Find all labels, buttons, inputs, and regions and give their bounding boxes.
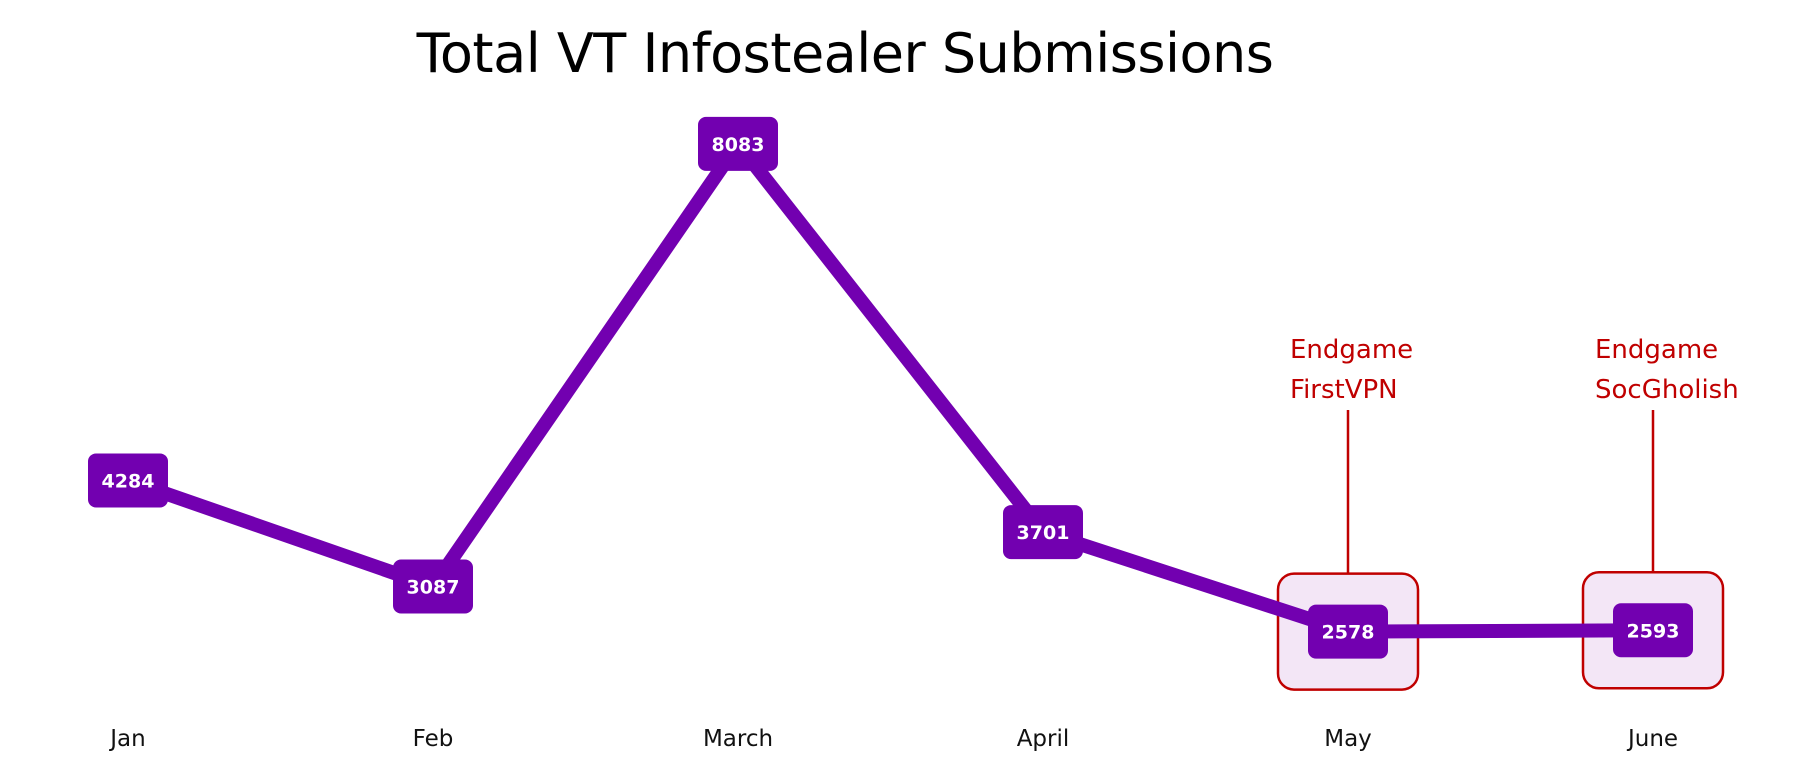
annotation-label: Endgame: [1595, 335, 1718, 365]
chart-title: Total VT Infostealer Submissions: [416, 22, 1274, 85]
data-point-box: [698, 116, 778, 171]
data-label: 4284: [102, 470, 155, 492]
x-tick-label: Feb: [413, 726, 454, 752]
data-label: 2578: [1322, 622, 1375, 644]
data-point: 4284: [88, 453, 168, 508]
x-tick-label: June: [1626, 726, 1678, 752]
data-point-box: [1003, 505, 1083, 560]
data-point-box: [393, 559, 473, 614]
data-point: 2593: [1613, 603, 1693, 658]
data-point-box: [1613, 603, 1693, 658]
data-point: 3701: [1003, 505, 1083, 560]
data-label: 3087: [407, 576, 460, 598]
series-line: [121, 132, 1660, 639]
annotation-label: SocGholish: [1595, 375, 1739, 405]
data-label: 8083: [712, 134, 765, 156]
data-point: 8083: [698, 116, 778, 171]
annotation-label: FirstVPN: [1290, 375, 1398, 405]
data-label: 3701: [1017, 522, 1070, 544]
data-point: 3087: [393, 559, 473, 614]
x-tick-label: April: [1017, 726, 1070, 752]
x-tick-label: May: [1324, 726, 1372, 752]
annotation-label: Endgame: [1290, 335, 1413, 365]
data-point: 2578: [1308, 604, 1388, 659]
data-point-box: [1308, 604, 1388, 659]
data-point-box: [88, 453, 168, 508]
data-label: 2593: [1627, 620, 1680, 642]
x-tick-label: Jan: [108, 726, 145, 752]
x-tick-label: March: [703, 726, 773, 752]
